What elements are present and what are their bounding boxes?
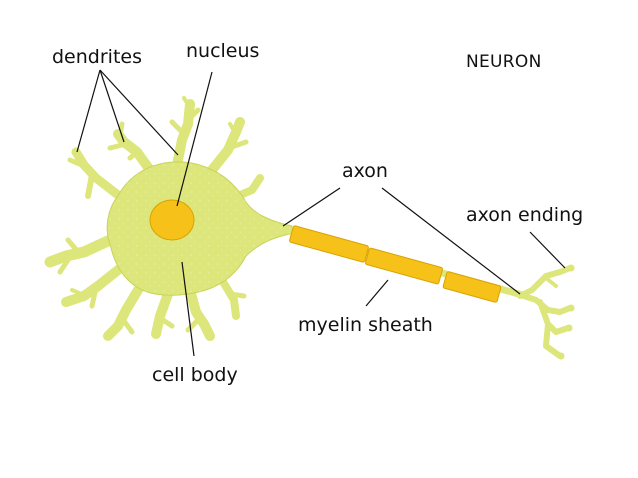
myelin-sheath-segments (289, 225, 502, 303)
leader-nucleus (176, 71, 213, 207)
label-cell-body: cell body (152, 364, 238, 386)
terminal-bulb (567, 304, 575, 312)
terminal-bulb (557, 352, 565, 360)
leader-myelin-sheath (365, 279, 389, 307)
leader-dendrites-2 (99, 69, 125, 143)
myelin-segment (365, 247, 443, 285)
leader-dendrites-3 (99, 69, 179, 156)
diagram-title: NEURON (466, 52, 542, 72)
label-myelin-sheath: myelin sheath (298, 314, 433, 336)
myelin-segment (442, 271, 502, 303)
leader-dendrites-1 (76, 69, 101, 153)
terminal-bulb (565, 324, 573, 332)
nucleus-shape (149, 199, 195, 241)
myelin-segment (289, 225, 369, 263)
label-axon-ending: axon ending (466, 204, 584, 226)
axon-terminals (557, 264, 575, 360)
leader-cell-body (181, 261, 195, 357)
leader-axon-1 (282, 187, 341, 227)
leader-lines (76, 69, 566, 357)
label-axon: axon (342, 160, 388, 182)
leader-axon-ending (529, 231, 566, 269)
label-nucleus: nucleus (186, 40, 260, 62)
dendrite-branches (44, 96, 573, 359)
label-dendrites: dendrites (52, 46, 142, 68)
terminal-bulb (567, 264, 575, 272)
leader-axon-2 (381, 187, 521, 295)
